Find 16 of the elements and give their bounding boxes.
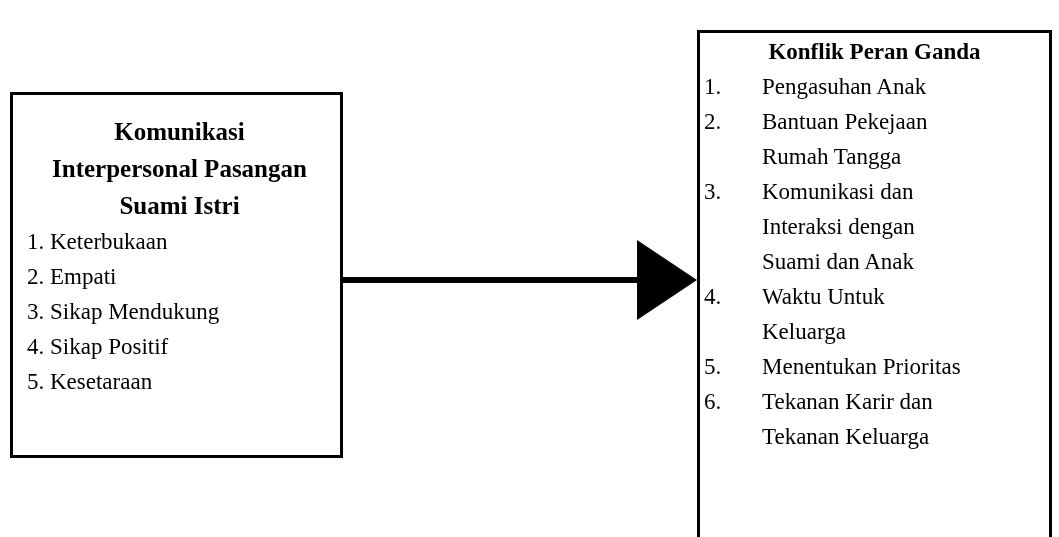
box-heading: Komunikasi Interpersonal Pasangan Suami Istri (51, 117, 308, 221)
list-item: 3. Komunikasi dan Interaksi dengan Suami dan Anak (704, 178, 916, 276)
variable-box (10, 92, 343, 458)
list-item: 5. Kesetaraan (27, 368, 154, 396)
list-item: 1. Pengasuhan Anak (704, 73, 928, 101)
list-item: 3. Sikap Mendukung (27, 298, 221, 326)
list-item: 6. Tekanan Karir dan Tekanan Keluarga (704, 388, 934, 451)
list-item: 2. Bantuan Pekejaan Rumah Tangga (704, 108, 929, 171)
variable-box (697, 30, 1052, 537)
list-item: 1. Keterbukaan (27, 228, 169, 256)
list-item: 4. Waktu Untuk Keluarga (704, 283, 886, 346)
list-item: 2. Empati (27, 263, 118, 291)
box-heading: Konflik Peran Ganda (767, 38, 982, 66)
list-item: 4. Sikap Positif (27, 333, 170, 361)
list-item: 5. Menentukan Prioritas (704, 353, 962, 381)
arrow (343, 240, 697, 320)
